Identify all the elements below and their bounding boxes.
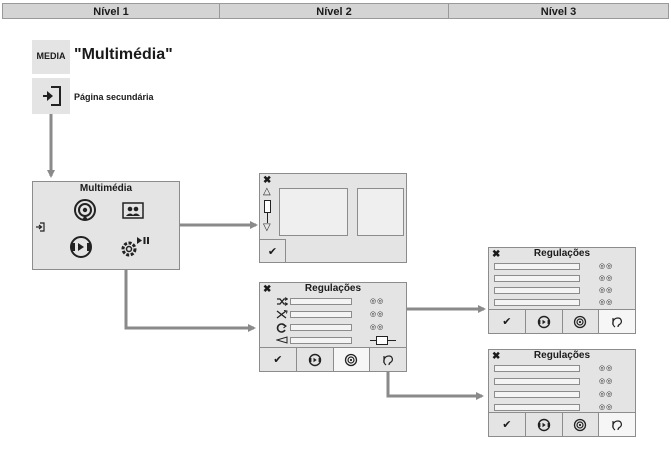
close-icon[interactable]: ✖ <box>263 284 272 295</box>
setting-bar-shuffle[interactable] <box>290 298 352 305</box>
setting-bar-volume[interactable] <box>290 337 352 344</box>
setting-options-3[interactable]: ◎◎ <box>599 287 614 294</box>
confirm-button[interactable]: ✔ <box>260 239 286 262</box>
level3-settings-screen-top: ✖ Regulações ◎◎ ◎◎ ◎◎ ◎◎ ✔ <box>488 247 636 334</box>
setting-options-shuffle[interactable]: ◎◎ <box>370 298 385 305</box>
tab-voice[interactable] <box>370 348 406 371</box>
tab-radio[interactable] <box>333 348 371 371</box>
media-list-area <box>279 188 348 236</box>
random-icon[interactable] <box>276 310 288 319</box>
voice-icon <box>612 419 623 430</box>
radio-icon <box>574 315 587 328</box>
contacts-icon[interactable] <box>122 202 144 219</box>
check-icon: ✔ <box>273 354 283 366</box>
media-settings-icon[interactable] <box>118 234 152 260</box>
confirm-button[interactable]: ✔ <box>260 348 297 371</box>
tab-voice[interactable] <box>599 310 635 333</box>
setting-options-repeat[interactable]: ◎◎ <box>370 324 385 331</box>
setting-bar-random[interactable] <box>290 311 352 318</box>
setting-bar-1[interactable] <box>494 263 580 270</box>
setting-options-2[interactable]: ◎◎ <box>599 275 614 282</box>
voice-icon <box>383 354 394 365</box>
header-col-level3: Nível 3 <box>448 3 669 19</box>
setting-bar-3[interactable] <box>494 391 580 398</box>
secondary-page-label: Página secundária <box>74 92 154 102</box>
scroll-up-icon[interactable]: △ <box>263 186 271 197</box>
header-col-level2: Nível 2 <box>219 3 449 19</box>
settings-title: Regulações <box>533 350 591 361</box>
setting-bar-2[interactable] <box>494 378 580 385</box>
check-icon: ✔ <box>267 245 278 258</box>
media-player-icon <box>537 418 550 431</box>
exit-icon[interactable] <box>35 221 47 233</box>
confirm-button[interactable]: ✔ <box>489 413 526 436</box>
media-button[interactable]: MEDIA <box>32 40 70 74</box>
level2-settings-screen: ✖ Regulações ◎◎ ◎◎ ◎◎ ✔ <box>259 282 407 372</box>
scroll-track <box>267 212 268 223</box>
media-player-icon <box>537 315 550 328</box>
confirm-button[interactable]: ✔ <box>489 310 526 333</box>
scroll-down-icon[interactable]: ▽ <box>263 222 271 233</box>
setting-bar-3[interactable] <box>494 287 580 294</box>
level2-media-screen: ✖ △ ▽ ✔ <box>259 173 407 263</box>
volume-slider-thumb[interactable] <box>376 336 388 345</box>
radio-icon[interactable] <box>72 197 98 223</box>
secondary-page-icon <box>43 86 61 106</box>
media-badge-label: MEDIA <box>36 51 66 61</box>
tab-radio[interactable] <box>562 310 600 333</box>
volume-slider[interactable] <box>370 336 396 345</box>
volume-icon[interactable] <box>276 336 288 344</box>
setting-options-3[interactable]: ◎◎ <box>599 391 614 398</box>
close-icon[interactable]: ✖ <box>492 351 501 362</box>
close-icon[interactable]: ✖ <box>492 249 501 260</box>
close-icon[interactable]: ✖ <box>263 175 272 186</box>
voice-icon <box>612 316 623 327</box>
media-player-icon[interactable] <box>68 234 94 260</box>
tab-radio[interactable] <box>562 413 600 436</box>
settings-tabbar: ✔ <box>260 347 406 371</box>
media-detail-area <box>357 188 404 236</box>
header-col-level1: Nível 1 <box>2 3 220 19</box>
setting-bar-4[interactable] <box>494 299 580 306</box>
settings-tabbar: ✔ <box>489 412 635 436</box>
setting-options-1[interactable]: ◎◎ <box>599 263 614 270</box>
tab-voice[interactable] <box>599 413 635 436</box>
radio-icon <box>574 418 587 431</box>
check-icon: ✔ <box>502 316 512 328</box>
setting-options-4[interactable]: ◎◎ <box>599 404 614 411</box>
setting-options-2[interactable]: ◎◎ <box>599 378 614 385</box>
setting-options-1[interactable]: ◎◎ <box>599 365 614 372</box>
level1-title: Multimédia <box>79 183 133 194</box>
secondary-page-button[interactable] <box>32 78 70 114</box>
setting-bar-repeat[interactable] <box>290 324 352 331</box>
settings-title: Regulações <box>533 248 591 259</box>
level3-settings-screen-bottom: ✖ Regulações ◎◎ ◎◎ ◎◎ ◎◎ ✔ <box>488 349 636 437</box>
tab-media[interactable] <box>525 413 563 436</box>
settings-title: Regulações <box>304 283 362 294</box>
repeat-icon[interactable] <box>276 323 288 333</box>
setting-bar-2[interactable] <box>494 275 580 282</box>
media-title: "Multimédia" <box>74 46 173 63</box>
check-icon: ✔ <box>502 419 512 431</box>
media-player-icon <box>308 353 321 366</box>
settings-tabbar: ✔ <box>489 309 635 333</box>
shuffle-icon[interactable] <box>276 297 288 306</box>
tab-media[interactable] <box>525 310 563 333</box>
level1-multimedia-screen: Multimédia <box>32 181 180 270</box>
radio-icon <box>345 353 358 366</box>
setting-options-4[interactable]: ◎◎ <box>599 299 614 306</box>
setting-bar-1[interactable] <box>494 365 580 372</box>
setting-options-random[interactable]: ◎◎ <box>370 311 385 318</box>
tab-media[interactable] <box>296 348 334 371</box>
setting-bar-4[interactable] <box>494 404 580 411</box>
